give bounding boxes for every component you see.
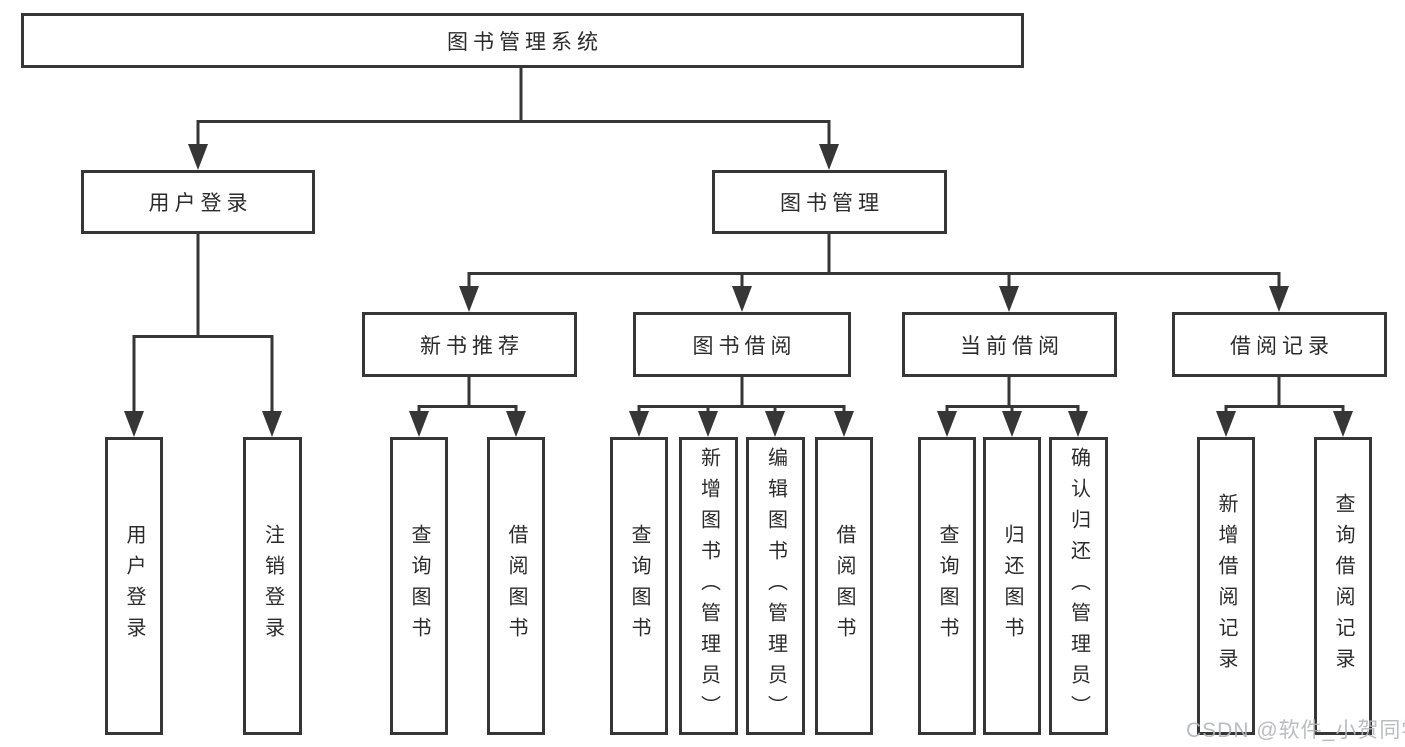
- leaf-logout: 注销登录: [243, 437, 302, 735]
- node-user-login: 用户登录: [81, 170, 315, 234]
- node-label: 借阅记录: [1230, 334, 1334, 358]
- leaf-confirm-return-admin: 确认归还（管理员）: [1049, 437, 1108, 735]
- node-label: 注销登录: [261, 524, 284, 648]
- node-label: 用户登录: [148, 192, 253, 215]
- leaf-query-borrow-record: 查询借阅记录: [1314, 437, 1372, 735]
- leaf-borrow-books-recommend: 借阅图书: [487, 437, 545, 735]
- node-label: 查询图书: [628, 524, 650, 648]
- node-label: 借阅图书: [505, 524, 527, 648]
- node-label: 图书管理系统: [447, 30, 603, 54]
- node-label: 确认归还（管理员）: [1067, 446, 1090, 726]
- node-label: 借阅图书: [833, 524, 855, 648]
- leaf-add-books-admin: 新增图书（管理员）: [679, 437, 738, 735]
- node-label: 归还图书: [1001, 524, 1023, 648]
- node-label: 查询借阅记录: [1332, 493, 1354, 679]
- leaf-query-books-borrow: 查询图书: [610, 437, 668, 735]
- node-label: 用户登录: [123, 524, 145, 648]
- node-label: 新增借阅记录: [1215, 493, 1237, 679]
- leaf-query-books-recommend: 查询图书: [390, 437, 448, 735]
- leaf-edit-books-admin: 编辑图书（管理员）: [746, 437, 805, 735]
- csdn-watermark: CSDN @软件_小贺同学: [1186, 719, 1405, 742]
- node-new-book-recommend: 新书推荐: [362, 312, 577, 377]
- node-label: 图书借阅: [692, 334, 797, 358]
- leaf-return-books: 归还图书: [983, 437, 1041, 735]
- leaf-add-borrow-record: 新增借阅记录: [1197, 437, 1255, 735]
- node-borrow-records: 借阅记录: [1172, 312, 1387, 377]
- node-label: 新书推荐: [420, 334, 524, 358]
- node-library-system: 图书管理系统: [21, 13, 1024, 68]
- node-label: 图书管理: [780, 192, 884, 215]
- leaf-user-login: 用户登录: [105, 437, 163, 735]
- node-label: 新增图书（管理员）: [697, 446, 720, 726]
- node-book-management: 图书管理: [712, 170, 947, 234]
- node-label: 当前借阅: [960, 334, 1064, 358]
- node-label: 查询图书: [936, 524, 958, 648]
- leaf-borrow-books: 借阅图书: [815, 437, 873, 735]
- node-label: 查询图书: [408, 524, 430, 648]
- node-current-borrow: 当前借阅: [902, 312, 1117, 377]
- node-label: 编辑图书（管理员）: [764, 446, 787, 726]
- leaf-query-books-current: 查询图书: [918, 437, 976, 735]
- node-book-borrow: 图书借阅: [633, 312, 851, 377]
